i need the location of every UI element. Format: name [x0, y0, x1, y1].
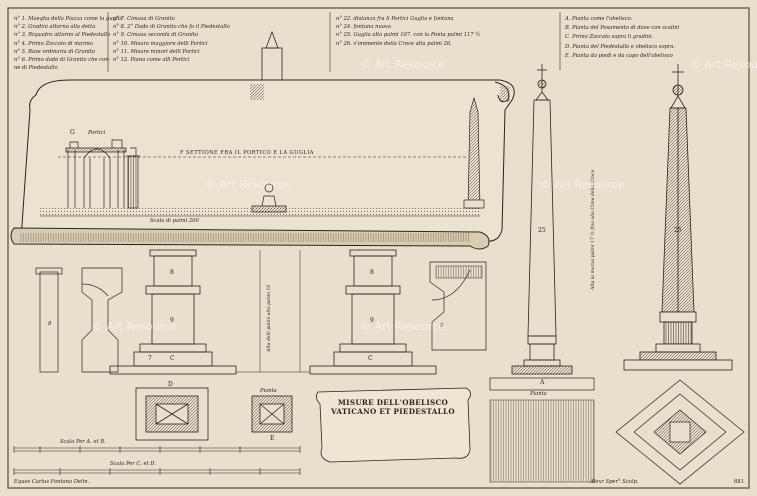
legend-item: n° 9. Cimasa seconda di Granito: [113, 32, 198, 39]
label-8-profile: 8: [48, 321, 52, 327]
credit-left: Eques Carlus Fontana Delin.: [14, 479, 90, 485]
legend-item: B. Pianta del Posamento di dove con scal…: [565, 25, 680, 32]
vertical-note-pedestal: Alta delli palmi alto palmi 10: [267, 284, 272, 352]
label-e: E: [270, 435, 275, 442]
legend-item: n° 6. Primo dado di Granito che con-: [14, 57, 111, 64]
profile-mouldings: [35, 261, 487, 373]
legend-item: n° 1. Maeqha della Piazza come la guglia: [14, 16, 123, 22]
legend-item: n° 5. Base ordinaria di Granito: [14, 48, 95, 55]
legend-item: n° 7. Cimasa di Granito: [113, 16, 175, 22]
label-pianta-a: Pianta: [530, 391, 547, 397]
legend-item: A. Pianta come l'obelisco.: [565, 16, 633, 22]
fountain-elevation: [251, 183, 287, 213]
legend-item: n° 8. 2° Dado di Granito che fa il Piede…: [113, 24, 230, 31]
legend-item: n° 3. Riquadro attorno al Piedestallo: [14, 32, 111, 39]
label-9: 9: [170, 317, 174, 324]
legend-far: A. Pianta come l'obelisco. B. Pianta del…: [565, 15, 679, 61]
legend-item: n° 22. distanza fra li Portici Guglia e …: [336, 16, 454, 22]
title-cartouche-shape: [316, 387, 471, 463]
label-25-shaded: 25: [674, 227, 682, 234]
label-8-right: 8: [370, 269, 374, 276]
section-label: F SETTIONE FRA IL PORTICO E LA GUGLIA: [180, 150, 314, 156]
obelisk-elevation-shaded: [623, 64, 733, 371]
label-c: C: [170, 355, 175, 362]
label-pianta-e: Pianta: [260, 388, 277, 394]
legend-item: C. Primo Zoccolo sopra li gradini.: [565, 34, 654, 41]
watermark: © Art Resource: [205, 178, 290, 191]
plan-diamond: [615, 379, 745, 485]
legend-item: n° 26. s'innmente della Croce alta palmi…: [336, 40, 452, 47]
legend-item: E. Pianta da piedi e da capo dell'obelis…: [565, 52, 673, 59]
label-9-right: 9: [370, 317, 374, 324]
pedestal-elevation-right: [309, 249, 437, 375]
legend-item: D. Pianta del Piedestallo e obelisco sop…: [565, 43, 676, 50]
g-label: G: [70, 129, 75, 136]
title-cartouche: MISURE DELL'OBELISCO VATICANO ET PIEDEST…: [331, 398, 455, 416]
scale-ab-label: Scala Per A. et B.: [60, 439, 106, 445]
legend-item: n° 25. Guglia alta palmi 107. con la Pon…: [336, 32, 481, 39]
obelisk-elevation-tall: [511, 64, 573, 375]
legend-item: n° 10. Misura maggiore delli Portici: [113, 40, 208, 47]
scroll-scale-label: Scala di palmi 200: [150, 218, 199, 224]
legend-item: n° 2. Gradini attorno alla detta: [14, 24, 96, 31]
obelisk-section-small: [463, 96, 485, 209]
watermark: © Art Resource: [540, 178, 625, 191]
label-25: 25: [538, 227, 546, 234]
legend-item: n° 12. Piano come alli Portici: [113, 57, 190, 64]
scale-bars: [13, 446, 301, 475]
portico-elevation: [65, 139, 140, 209]
watermark: © Art Resource: [360, 58, 445, 71]
label-7: 7: [148, 355, 152, 362]
scale-cd-label: Scala Per C. et D.: [110, 461, 156, 467]
label-d: D: [168, 381, 173, 388]
scroll-outline: [21, 79, 515, 242]
legend-left: n° 1. Maeqha della Piazza come la guglia…: [14, 15, 122, 72]
pedestal-elevation-left: [109, 249, 237, 375]
legend-item: n° 24. fontana nuova: [336, 24, 391, 31]
watermark: © Art Resource: [360, 320, 445, 333]
label-a: A: [540, 379, 545, 386]
plate-number: 681: [734, 479, 744, 485]
legend-mid: n° 7. Cimasa di Granito n° 8. 2° Dado di…: [113, 15, 230, 64]
portico-label: Portici: [88, 130, 106, 136]
label-5-profile: 9: [440, 323, 444, 329]
legend-right: n° 22. distanza fra li Portici Guglia e …: [336, 15, 480, 48]
plan-d: [135, 387, 209, 441]
plan-e: [251, 395, 293, 433]
legend-item: n° 4. Primo Zoccolo di marmo: [14, 40, 93, 47]
legend-item: n° 11. Misure minori delli Portici: [113, 48, 200, 55]
watermark: © Art Resource: [690, 58, 757, 71]
label-c-right: C: [368, 355, 373, 362]
watermark: © Art Resource: [92, 320, 177, 333]
label-8: 8: [170, 269, 174, 276]
legend-item: ne di Piedestallo: [14, 65, 58, 72]
plan-a: [489, 377, 595, 483]
credit-right: Alexr Sper° Sculp.: [590, 479, 639, 485]
